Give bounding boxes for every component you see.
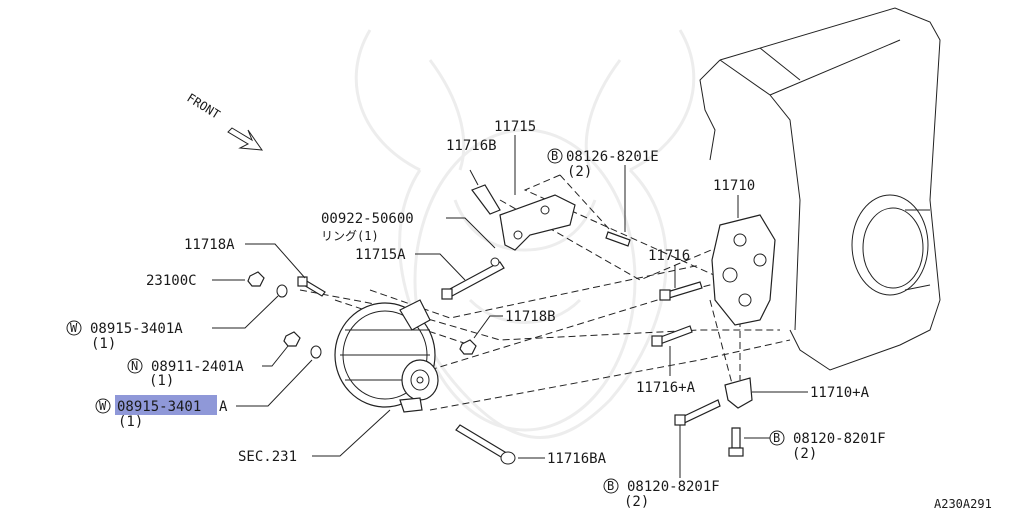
bracket-11710-plus-a: [724, 377, 753, 409]
callout-circle-w1: [66, 320, 82, 336]
part-labels: 11715 11716B B 08126-8201E (2) 11710 009…: [66, 119, 992, 511]
label-00922-50600: 00922-50600: [321, 211, 414, 227]
figure-code: A230A291: [934, 497, 992, 511]
label-11718a: 11718A: [184, 237, 235, 253]
label-11718b: 11718B: [505, 309, 556, 325]
leader-lines: [212, 135, 808, 478]
callout-w1-letter: W: [70, 321, 78, 335]
label-11716b: 11716B: [446, 138, 497, 154]
watermark-emblem: [354, 29, 696, 439]
label-11715: 11715: [494, 119, 536, 135]
label-08120-8201f-right: 08120-8201F: [793, 431, 886, 447]
label-08911-2401a: 08911-2401A: [151, 359, 244, 375]
label-11710-plus-a: 11710+A: [810, 385, 870, 401]
callout-circle-b3: [603, 478, 619, 494]
label-08120-8201f-bottom: 08120-8201F: [627, 479, 720, 495]
callout-b1-letter: B: [551, 149, 558, 163]
callout-circle-w2: [95, 398, 111, 414]
label-11716ba: 11716BA: [547, 451, 607, 467]
alternator: [334, 299, 439, 413]
callout-w2-letter: W: [99, 399, 107, 413]
label-n-qty: (1): [149, 373, 174, 389]
engine-block: [699, 7, 941, 371]
selection-highlight: [115, 395, 217, 415]
label-b2-qty: (2): [792, 446, 817, 462]
label-11715a: 11715A: [355, 247, 406, 263]
callout-circle-n: [127, 358, 143, 374]
callout-b3-letter: B: [607, 479, 614, 493]
label-08126-qty: (2): [567, 164, 592, 180]
callout-circle-b2: [769, 430, 785, 446]
label-08915-3401-selected: 08915-3401: [117, 399, 201, 415]
label-w2-qty: (1): [118, 414, 143, 430]
label-11716: 11716: [648, 248, 690, 264]
front-label: FRONT: [184, 91, 222, 122]
callout-b2-letter: B: [773, 431, 780, 445]
label-b3-qty: (2): [624, 494, 649, 510]
label-11710: 11710: [713, 178, 755, 194]
label-08915-3401a-top: 08915-3401A: [90, 321, 183, 337]
callout-circle-b1: [547, 148, 563, 164]
bracket-11715: [499, 194, 576, 251]
label-00922-sub: リング(1): [321, 229, 379, 243]
front-direction-indicator: FRONT: [184, 91, 264, 151]
label-23100c: 23100C: [146, 273, 197, 289]
callout-n-letter: N: [131, 359, 138, 373]
bracket-11710: [711, 214, 776, 326]
label-08915-suffix: A: [219, 399, 228, 415]
front-arrow-icon: [227, 127, 264, 151]
label-11716-plus-a: 11716+A: [636, 380, 696, 396]
label-w1-qty: (1): [91, 336, 116, 352]
fasteners: [247, 184, 744, 465]
label-sec-231: SEC.231: [238, 449, 297, 465]
label-08126-8201e: 08126-8201E: [566, 149, 659, 165]
